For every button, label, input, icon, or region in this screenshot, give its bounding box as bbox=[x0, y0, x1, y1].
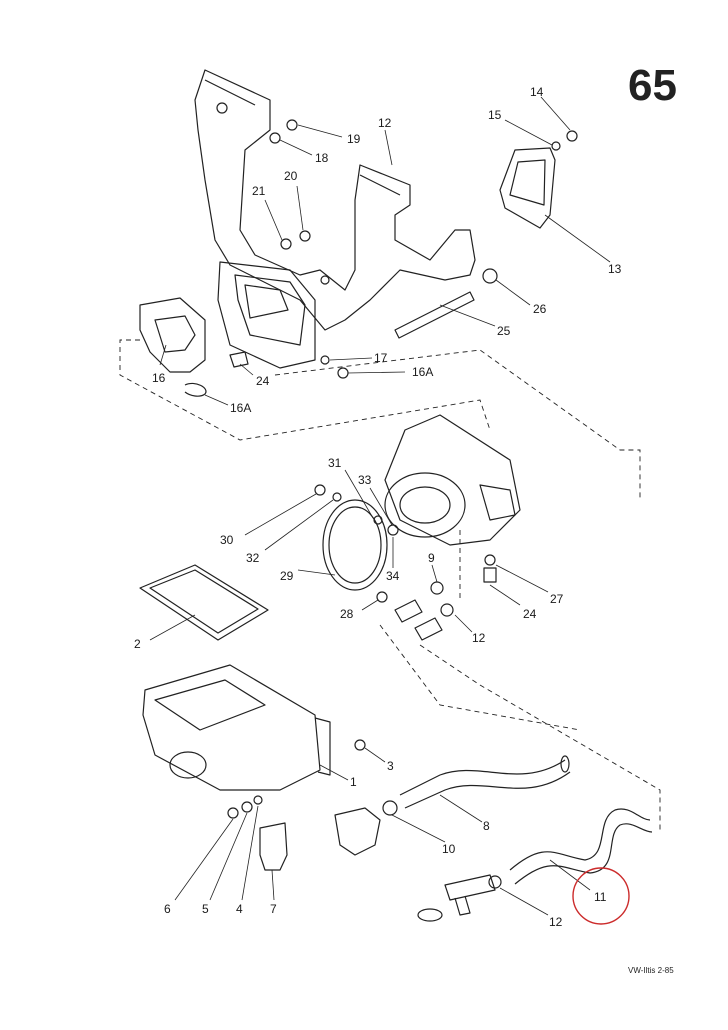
callout-13: 12 bbox=[378, 116, 392, 130]
callout-19: 17 bbox=[374, 351, 388, 365]
callout-8: 8 bbox=[483, 819, 490, 833]
flange bbox=[334, 800, 398, 856]
callout-32-top: 31 bbox=[328, 456, 342, 470]
page-number: 65 bbox=[628, 61, 677, 110]
callout-32: 32 bbox=[246, 551, 260, 565]
gasket bbox=[139, 564, 269, 641]
callout-26: 24 bbox=[256, 374, 270, 388]
callout-17: 16 bbox=[152, 371, 166, 385]
callout-6: 6 bbox=[164, 902, 171, 916]
control-unit bbox=[139, 297, 249, 397]
callout-28: 26 bbox=[533, 302, 547, 316]
callout-15: 14 bbox=[530, 85, 544, 99]
small-hardware-lower bbox=[227, 795, 288, 871]
callout-16: 15 bbox=[488, 108, 502, 122]
highlight-circle bbox=[572, 867, 630, 925]
footer-code: VW-Iltis 2-85 bbox=[628, 966, 674, 975]
callout-9: 9 bbox=[428, 551, 435, 565]
callout-2: 2 bbox=[134, 637, 141, 651]
vent-grille bbox=[499, 130, 578, 229]
mounting-ring bbox=[314, 484, 497, 603]
callout-23: 21 bbox=[252, 184, 266, 198]
callout-29: 29 bbox=[280, 569, 294, 583]
callout-10: 10 bbox=[442, 842, 456, 856]
callout-18: 16A bbox=[412, 365, 433, 379]
assembly-lines bbox=[119, 339, 661, 830]
callout-4: 4 bbox=[236, 902, 243, 916]
callout-33: 33 bbox=[358, 473, 372, 487]
callout-7: 7 bbox=[270, 902, 277, 916]
small-hardware-upper bbox=[269, 119, 498, 379]
callout-12-upper: 12 bbox=[472, 631, 486, 645]
hose-upper bbox=[399, 755, 571, 809]
callout-11: 11 bbox=[594, 890, 607, 904]
callout-labels: 19 18 12 20 21 14 15 13 26 25 17 16A 16 … bbox=[134, 85, 622, 929]
upper-housing bbox=[194, 69, 476, 331]
callout-21: 19 bbox=[347, 132, 361, 146]
hose-stubs bbox=[394, 581, 454, 641]
callout-30: 28 bbox=[340, 607, 354, 621]
duct-box bbox=[217, 261, 316, 369]
callout-31: 30 bbox=[220, 533, 234, 547]
callout-34: 34 bbox=[386, 569, 400, 583]
callout-22: 20 bbox=[284, 169, 298, 183]
t-piece bbox=[417, 874, 502, 922]
callout-1: 1 bbox=[350, 775, 357, 789]
hose-lower bbox=[509, 808, 653, 885]
blower-motor bbox=[384, 414, 521, 546]
callout-3: 3 bbox=[387, 759, 394, 773]
callout-12-lower: 12 bbox=[549, 915, 563, 929]
callout-20: 18 bbox=[315, 151, 329, 165]
heater-box bbox=[142, 664, 366, 791]
callout-24-label: 24 bbox=[523, 607, 537, 621]
callout-14: 13 bbox=[608, 262, 622, 276]
callout-5: 5 bbox=[202, 902, 209, 916]
callout-25: 27 bbox=[550, 592, 564, 606]
callout-16A: 16A bbox=[230, 401, 251, 415]
callout-27: 25 bbox=[497, 324, 511, 338]
leader-lines bbox=[149, 96, 611, 916]
